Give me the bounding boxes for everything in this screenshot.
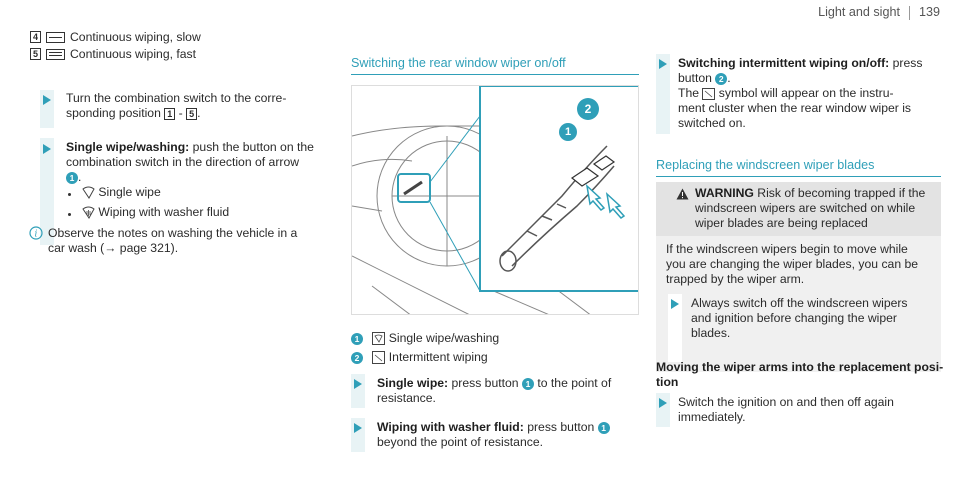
warning-box <box>656 182 941 236</box>
single-wipe-icon <box>82 186 95 200</box>
step-arrow-icon <box>43 144 51 154</box>
warning-body-text: If the windscreen wipers begin to move w… <box>666 242 919 286</box>
fast-wipe-icon <box>46 48 65 60</box>
bullet-single-wipe: Single wipe <box>82 185 161 200</box>
page-number: 139 <box>918 5 940 19</box>
position-5-box: 5 <box>186 108 198 120</box>
intermittent-wiping-icon <box>702 87 716 100</box>
section-heading-rear-wiper: Switching the rear window wiper on/off <box>351 56 566 70</box>
info-icon: i <box>29 226 43 240</box>
step-arrow-icon <box>354 379 362 389</box>
column-right: Switching intermittent wiping on/off: pr… <box>656 0 941 480</box>
single-wipe-washing-icon <box>372 332 386 346</box>
position-5-box: 5 <box>30 48 41 60</box>
step-arrow-icon <box>671 299 679 309</box>
step-turn-switch: Turn the combination switch to the corre… <box>66 91 287 120</box>
legend-2: 2 Intermittent wiping <box>351 350 488 365</box>
page-link[interactable]: page 321). <box>119 241 179 255</box>
svg-text:i: i <box>35 230 38 240</box>
bullet-washer-fluid: Wiping with washer fluid <box>82 205 229 220</box>
heading-rule <box>351 74 639 75</box>
step-bar <box>656 54 670 134</box>
step-single-wipe: Single wipe: press button 1 to the point… <box>377 376 612 405</box>
column-left: 4 Continuous wiping, slow 5 Continuous w… <box>29 0 342 480</box>
warning-body <box>656 236 941 372</box>
wiper-switch-figure: 1 2 <box>351 85 639 315</box>
bullet-dot <box>68 213 71 216</box>
step-washer-fluid: Wiping with washer fluid: press button 1… <box>377 420 610 450</box>
step-switch-off-wipers: Always switch off the windscreen wipers … <box>691 296 908 340</box>
warning-text: WARNING Risk of becoming trapped if the … <box>695 186 926 230</box>
subheading-replacement-position: Moving the wiper arms into the replaceme… <box>656 360 944 389</box>
marker-1: 1 <box>66 171 78 184</box>
marker-1: 1 <box>521 377 534 390</box>
legend-1: 1 Single wipe/washing <box>351 331 499 346</box>
step-single-wipe-washing: Single wipe/washing: push the button on … <box>66 140 314 184</box>
figure-callout-1: 1 <box>559 123 577 141</box>
bullet-dot <box>68 193 71 196</box>
intermittent-wiping-icon <box>372 351 386 365</box>
step-arrow-icon <box>659 398 667 408</box>
column-middle: Switching the rear window wiper on/off <box>351 0 639 480</box>
section-title: Light and sight <box>818 5 900 19</box>
marker-1: 1 <box>597 421 610 434</box>
step-bar <box>668 294 682 362</box>
step-arrow-icon <box>354 423 362 433</box>
position-4-box: 4 <box>30 31 41 43</box>
step-intermittent-wiping: Switching intermittent wiping on/off: pr… <box>678 56 923 130</box>
page-header: Light and sight 139 <box>818 5 940 20</box>
figure-callout-2: 2 <box>577 98 599 120</box>
marker-2: 2 <box>715 72 728 85</box>
position-1-box: 1 <box>164 108 176 120</box>
key-fast-text: Continuous wiping, fast <box>70 47 197 61</box>
step-arrow-icon <box>43 95 51 105</box>
key-fast: 5 Continuous wiping, fast <box>30 47 196 61</box>
note-car-wash: Observe the notes on washing the vehicle… <box>48 226 298 255</box>
key-slow: 4 Continuous wiping, slow <box>30 30 201 44</box>
slow-wipe-icon <box>46 31 65 43</box>
step-arrow-icon <box>659 59 667 69</box>
dashboard-illustration <box>352 86 638 314</box>
step-ignition: Switch the ignition on and then off agai… <box>678 395 894 424</box>
section-heading-replace-blades: Replacing the windscreen wiper blades <box>656 158 875 172</box>
step-bar-2 <box>40 138 54 245</box>
heading-rule <box>656 176 941 177</box>
warning-triangle-icon <box>676 188 689 200</box>
washer-fluid-icon <box>82 206 95 220</box>
key-slow-text: Continuous wiping, slow <box>70 30 201 44</box>
